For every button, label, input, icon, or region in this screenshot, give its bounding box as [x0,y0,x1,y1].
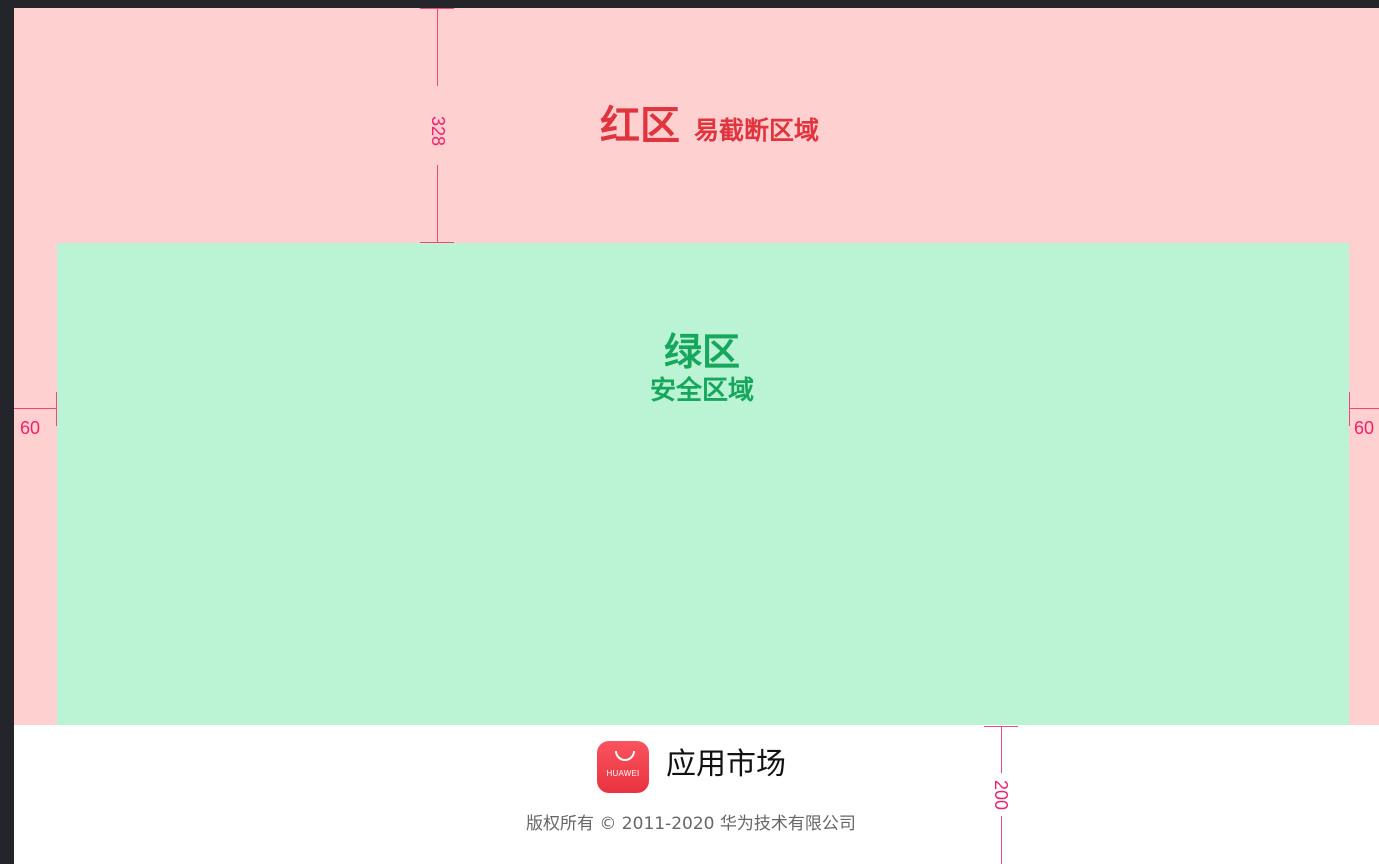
copyright-text: 版权所有 © 2011-2020 华为技术有限公司 [526,814,856,834]
green-zone-title: 绿区 [663,330,740,374]
top-measure-line-lower [437,165,438,243]
app-icon-brand: HUAWEI [606,769,640,778]
top-measure-label: 328 [428,115,448,147]
bottom-measure-line-lower [1001,816,1002,864]
bottom-measure-label: 200 [991,779,1011,811]
left-measure-cap [56,392,57,426]
app-gallery-icon: HUAWEI [597,741,649,793]
app-name: 应用市场 [666,747,786,782]
bottom-measure-line-upper [1001,726,1002,773]
right-measure-cap [1349,392,1350,426]
red-zone-title: 红区 [600,103,680,149]
green-zone-subtitle: 安全区域 [649,375,754,406]
right-measure-line [1349,408,1379,409]
red-zone-subtitle: 易截断区域 [694,116,820,145]
bag-smile-icon [615,751,635,761]
top-measure-line-upper [437,8,438,86]
banner-canvas: 红区易截断区域 绿区 安全区域 328 60 60 200 HUAWEI 应用市… [14,8,1379,864]
left-measure-line [14,408,57,409]
green-zone-label: 绿区 安全区域 [602,330,802,407]
right-measure-label: 60 [1354,418,1375,438]
top-measure-cap-bottom [420,242,454,243]
green-zone [57,243,1349,725]
red-zone-label: 红区易截断区域 [600,106,819,146]
left-measure-label: 60 [20,418,41,438]
